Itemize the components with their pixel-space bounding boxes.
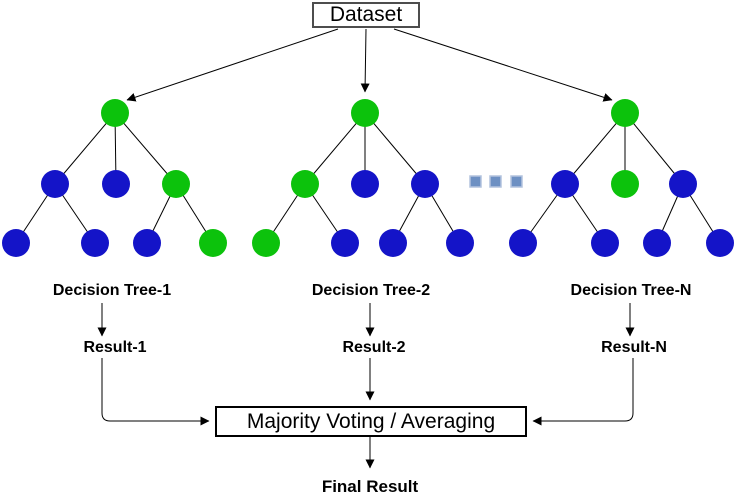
tree-1-node-green: [101, 99, 129, 127]
tree-1-edge: [54, 112, 116, 185]
ellipsis-dot: [469, 175, 482, 188]
tree-3-node-blue: [706, 229, 734, 257]
tree-2-label: Decision Tree-2: [311, 282, 431, 299]
tree-1-node-blue: [81, 229, 109, 257]
dataset-label: Dataset: [329, 3, 403, 26]
tree-3-node-blue: [669, 170, 697, 198]
tree-1-node-green: [199, 229, 227, 257]
tree-3-node-blue: [551, 170, 579, 198]
arrow-dataset-to-tree-2: [360, 28, 370, 93]
tree-3-node-blue: [591, 229, 619, 257]
tree-1-node-blue: [41, 170, 69, 198]
tree-2-edge: [364, 112, 426, 185]
ellipsis-dot: [489, 175, 502, 188]
arrow-result-n-to-voting: [532, 358, 634, 426]
tree-1-node-blue: [102, 170, 130, 198]
arrow-dataset-to-tree-3: [393, 28, 613, 102]
tree-1-node-blue: [2, 229, 30, 257]
tree-3-node-blue: [643, 229, 671, 257]
majority-voting-box: Majority Voting / Averaging: [215, 406, 527, 437]
arrow-result-1-to-voting: [101, 358, 210, 426]
tree-2-node-blue: [331, 229, 359, 257]
tree-1-edge: [114, 112, 177, 185]
majority-voting-label: Majority Voting / Averaging: [246, 409, 496, 433]
result-2-label: Result-2: [342, 339, 406, 356]
tree-1-node-green: [162, 170, 190, 198]
tree-2-node-blue: [446, 229, 474, 257]
tree-3-node-blue: [509, 229, 537, 257]
tree-3-edge: [624, 112, 684, 185]
result-1-label: Result-1: [83, 339, 147, 356]
final-result-label: Final Result: [321, 477, 419, 496]
tree-2-node-green: [252, 229, 280, 257]
ellipsis-dot: [510, 175, 523, 188]
result-n-label: Result-N: [601, 339, 667, 356]
tree-1-node-blue: [133, 229, 161, 257]
tree-1-label: Decision Tree-1: [52, 282, 172, 299]
dataset-box: Dataset: [312, 2, 420, 28]
tree-2-node-green: [291, 170, 319, 198]
tree-2-node-blue: [379, 229, 407, 257]
tree-2-node-blue: [411, 170, 439, 198]
arrow-dataset-to-tree-1: [126, 28, 339, 102]
tree-2-node-green: [351, 99, 379, 127]
tree-3-node-green: [611, 99, 639, 127]
tree-2-node-blue: [351, 170, 379, 198]
tree-3-edge: [564, 112, 626, 185]
tree-3-node-green: [611, 170, 639, 198]
tree-2-edge: [304, 112, 366, 185]
tree-n-label: Decision Tree-N: [570, 282, 692, 299]
